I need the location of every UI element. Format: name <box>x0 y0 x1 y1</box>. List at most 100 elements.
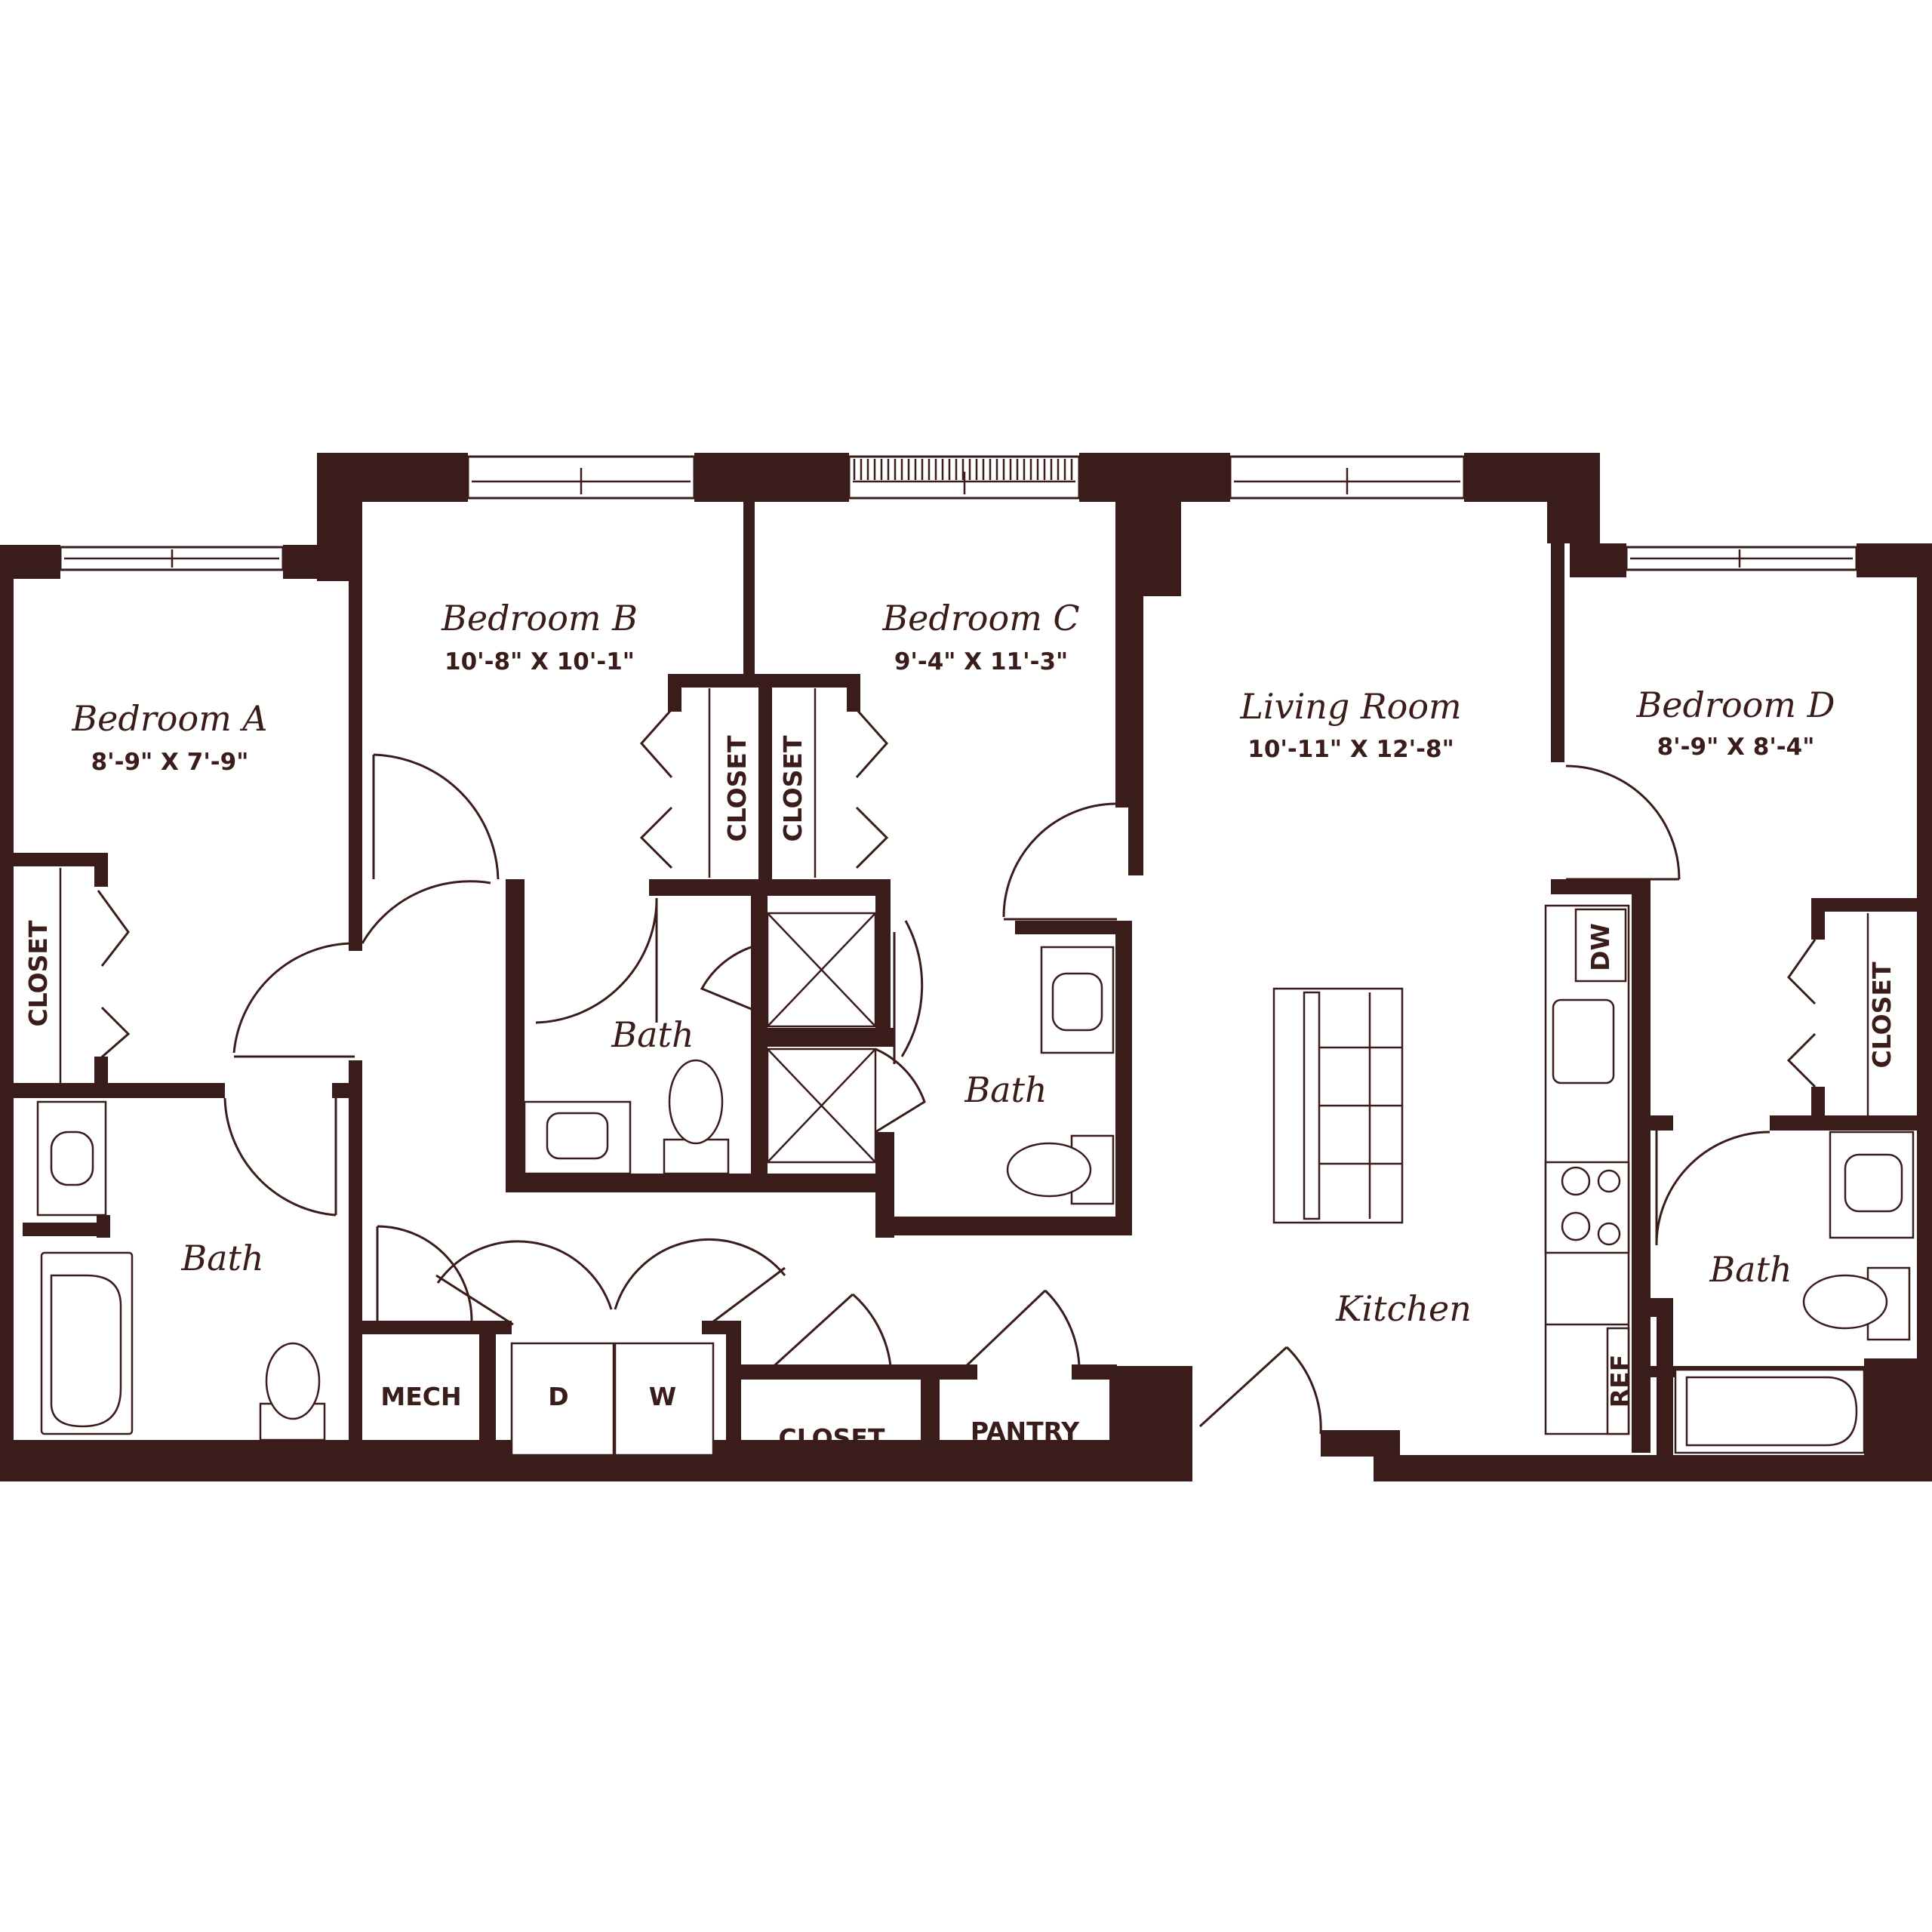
wall-segment <box>349 1060 362 1460</box>
wall-segment <box>1811 1087 1825 1121</box>
closet-door <box>639 806 673 869</box>
closet-b-label: CLOSET <box>722 735 752 841</box>
door-bath-c <box>900 920 924 1057</box>
wall-segment <box>23 1223 109 1236</box>
living-room-dim: 10'-11" X 12'-8" <box>1247 736 1454 763</box>
closet-c-label: CLOSET <box>778 735 808 841</box>
wall-segment <box>751 1028 894 1047</box>
wall-segment <box>94 1057 108 1091</box>
door-laundry-right <box>614 1238 786 1310</box>
mech-label: MECH <box>380 1382 461 1411</box>
wall-segment <box>1072 1364 1117 1380</box>
closet-door <box>97 1006 131 1062</box>
utility-labels: CLOSET CLOSET CLOSET CLOSET MECH D W CLO… <box>23 735 1897 1453</box>
closet-door <box>97 890 130 967</box>
door-pantry <box>1044 1289 1081 1367</box>
wall-segment <box>743 502 755 675</box>
bath-a-name: Bath <box>180 1238 263 1278</box>
wall-segment <box>1109 1366 1192 1479</box>
wall-segment <box>317 453 362 581</box>
bath-d-name: Bath <box>1709 1249 1792 1290</box>
door-entry <box>1285 1346 1322 1435</box>
exterior-walls <box>0 453 1932 1481</box>
washer-label: W <box>649 1382 676 1411</box>
doors <box>97 709 1817 1435</box>
wall-segment <box>1115 928 1132 1235</box>
wall-segment <box>726 1321 741 1457</box>
wall-segment <box>332 1083 362 1098</box>
door-bath-a <box>223 1097 337 1217</box>
door-bedroom-d <box>1565 764 1681 880</box>
wall-segment <box>1632 879 1651 1453</box>
bedroom-a-name: Bedroom A <box>71 698 267 739</box>
louver-lines <box>853 459 1073 480</box>
wall-segment <box>1551 879 1649 894</box>
toilet <box>668 1059 724 1145</box>
sink <box>1844 1153 1903 1213</box>
bedroom-c-name: Bedroom C <box>881 598 1079 638</box>
sink <box>50 1131 94 1186</box>
dishwasher <box>1574 908 1627 983</box>
wall-segment <box>921 1364 940 1455</box>
wall-segment <box>362 1321 483 1334</box>
wall-segment <box>14 1083 225 1098</box>
wall-segment <box>1374 1430 1400 1481</box>
wall-segment <box>1547 453 1600 543</box>
wall-segment <box>14 853 108 866</box>
kitchen-sink <box>1552 998 1615 1084</box>
dishwasher-label: DW <box>1586 923 1615 971</box>
wall-segment <box>1917 543 1932 1479</box>
wall-segment <box>1811 898 1825 940</box>
refrigerator <box>1606 1327 1630 1435</box>
wall-segment <box>940 1364 977 1380</box>
closet-door <box>855 709 889 778</box>
wall-segment <box>1811 898 1917 912</box>
wall-segment <box>694 453 849 502</box>
refrigerator-label: REF <box>1605 1355 1635 1408</box>
wall-segment <box>506 1174 883 1192</box>
closet-door <box>639 709 673 778</box>
wall-segment <box>875 879 891 1030</box>
kitchen-name: Kitchen <box>1335 1288 1472 1329</box>
sink <box>546 1112 609 1160</box>
wall-segment <box>1864 1358 1932 1479</box>
room-labels: Bedroom A 8'-9" X 7'-9" Bedroom B 10'-8"… <box>71 598 1835 1329</box>
bedroom-d-dim: 8'-9" X 8'-4" <box>1657 734 1815 761</box>
sink <box>1051 972 1103 1032</box>
bedroom-c-dim: 9'-4" X 11'-3" <box>894 648 1068 675</box>
wall-segment <box>97 1215 110 1238</box>
wall-segment <box>1115 502 1132 808</box>
wall-segment <box>349 577 362 951</box>
wall-segment <box>1015 921 1132 934</box>
wall-segment <box>1651 1115 1673 1131</box>
wall-segment <box>838 879 860 896</box>
door-closet <box>852 1293 892 1367</box>
interior-walls <box>14 502 1917 1460</box>
door-laundry-left <box>436 1240 613 1310</box>
toilet <box>1802 1274 1888 1330</box>
toilet-tank <box>1070 1134 1115 1205</box>
wall-segment <box>875 1217 1132 1235</box>
bedroom-b-dim: 10'-8" X 10'-1" <box>445 648 635 675</box>
wall-segment <box>758 674 772 893</box>
bath-c-name: Bath <box>964 1069 1047 1110</box>
door-mech <box>377 1225 473 1321</box>
wall-segment <box>1551 543 1564 762</box>
wall-segment <box>0 545 14 1481</box>
closet-hall-label: CLOSET <box>779 1423 885 1453</box>
door-bath-b <box>535 901 658 1024</box>
door-bath-d <box>1655 1131 1770 1242</box>
dryer <box>510 1342 615 1457</box>
closet-door <box>1786 1032 1817 1088</box>
door-bedroom-a <box>232 942 355 1054</box>
pantry-label: PANTRY <box>971 1417 1080 1446</box>
door-bedroom-c <box>1002 802 1116 918</box>
wall-segment <box>1770 1115 1917 1131</box>
toilet-tank <box>663 1138 730 1175</box>
closet-door <box>1787 939 1817 1005</box>
wall-segment <box>506 879 525 1192</box>
bedroom-a-dim: 8'-9" X 7'-9" <box>91 749 249 776</box>
wall-segment <box>1570 543 1626 577</box>
